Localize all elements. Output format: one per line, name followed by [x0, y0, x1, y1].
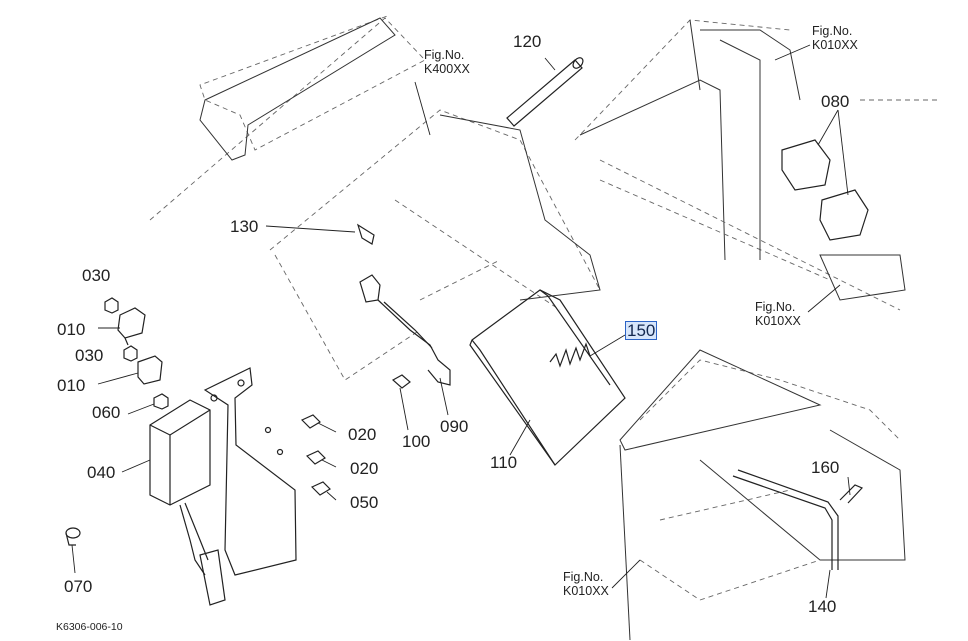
label-050[interactable]: 050: [350, 493, 379, 512]
nut-030-upper: [104, 297, 119, 314]
fig-ref-k010xx-top[interactable]: Fig.No. K010XX: [812, 24, 858, 53]
diagram-reference-code: K6306-006-10: [56, 621, 123, 633]
pedal-plate-110: [469, 289, 626, 466]
fig-ref-k010xx-mid-line1: Fig.No.: [755, 300, 796, 314]
controller-unit-040: [149, 399, 226, 606]
switch-harness-090: [359, 274, 451, 386]
bolt-020-upper: [300, 414, 321, 429]
fig-ref-k010xx-mid[interactable]: Fig.No. K010XX: [755, 300, 801, 329]
fig-ref-k010xx-bottom-line1: Fig.No.: [563, 570, 604, 584]
label-130[interactable]: 130: [230, 217, 259, 236]
frame-background: [149, 14, 940, 641]
label-090[interactable]: 090: [440, 417, 469, 436]
label-030-upper[interactable]: 030: [82, 266, 111, 285]
cotter-pin-160: [839, 484, 864, 504]
relay-010-lower: [137, 355, 163, 385]
label-120[interactable]: 120: [513, 32, 542, 51]
bolt-020-lower: [305, 450, 326, 465]
bolt-100: [391, 374, 411, 389]
bolt-050: [310, 481, 331, 496]
fig-ref-k400xx[interactable]: Fig.No. K400XX: [424, 48, 470, 77]
label-030-lower[interactable]: 030: [75, 346, 104, 365]
fig-ref-k400xx-line2: K400XX: [424, 62, 470, 77]
fig-ref-k010xx-mid-line2: K010XX: [755, 314, 801, 329]
fig-ref-k010xx-bottom[interactable]: Fig.No. K010XX: [563, 570, 609, 599]
label-060[interactable]: 060: [92, 403, 121, 422]
fig-ref-k400xx-line1: Fig.No.: [424, 48, 465, 62]
fig-ref-k010xx-top-line2: K010XX: [812, 38, 858, 53]
label-080[interactable]: 080: [821, 92, 850, 111]
label-010-upper[interactable]: 010: [57, 320, 86, 339]
clamp-070: [65, 527, 81, 546]
label-010-lower[interactable]: 010: [57, 376, 86, 395]
label-040[interactable]: 040: [87, 463, 116, 482]
leader-lines: [71, 44, 851, 599]
label-110[interactable]: 110: [490, 453, 518, 472]
sensor-080-upper: [781, 139, 831, 191]
fig-ref-k010xx-top-line1: Fig.No.: [812, 24, 853, 38]
label-150-selected[interactable]: 150: [624, 321, 658, 340]
sensor-080-lower: [819, 189, 869, 241]
relay-010-upper: [117, 307, 146, 346]
pin-120: [506, 57, 584, 127]
spring-150: [549, 334, 626, 368]
fig-ref-k010xx-bottom-line2: K010XX: [563, 584, 609, 599]
label-140[interactable]: 140: [808, 597, 837, 616]
mounting-bracket: [203, 367, 297, 576]
label-100[interactable]: 100: [402, 432, 431, 451]
rod-140: [732, 469, 839, 570]
cable-clip-130: [356, 223, 375, 245]
nut-060: [153, 393, 169, 410]
label-020-upper[interactable]: 020: [348, 425, 377, 444]
label-070[interactable]: 070: [64, 577, 93, 596]
label-160[interactable]: 160: [811, 458, 840, 477]
nut-030-lower: [123, 345, 138, 362]
label-020-lower[interactable]: 020: [350, 459, 379, 478]
